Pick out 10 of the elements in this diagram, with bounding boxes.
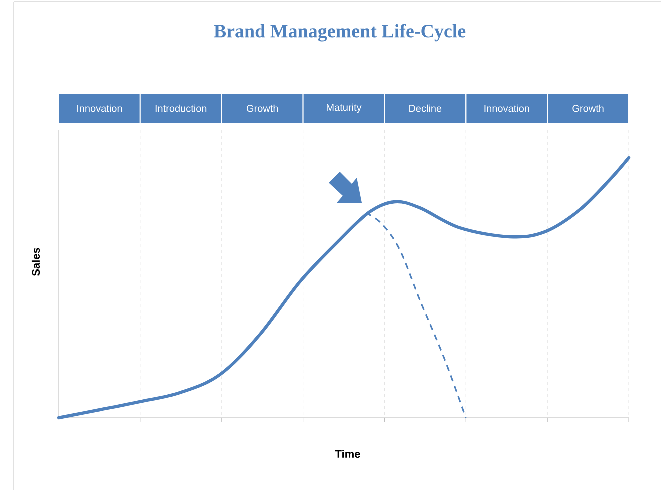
stage-box: Introduction xyxy=(140,93,222,124)
stage-box: Innovation xyxy=(466,93,548,124)
stage-box: Growth xyxy=(221,93,304,124)
axis-title: Sales xyxy=(32,248,40,276)
stage-box: Innovation xyxy=(58,93,141,124)
stage-box: Growth xyxy=(547,93,630,124)
title: Brand Management Life-Cycle xyxy=(214,24,466,42)
stage-box: Decline xyxy=(384,93,467,124)
stage-box: Maturity xyxy=(302,93,386,124)
axis-title: Time xyxy=(335,450,360,458)
